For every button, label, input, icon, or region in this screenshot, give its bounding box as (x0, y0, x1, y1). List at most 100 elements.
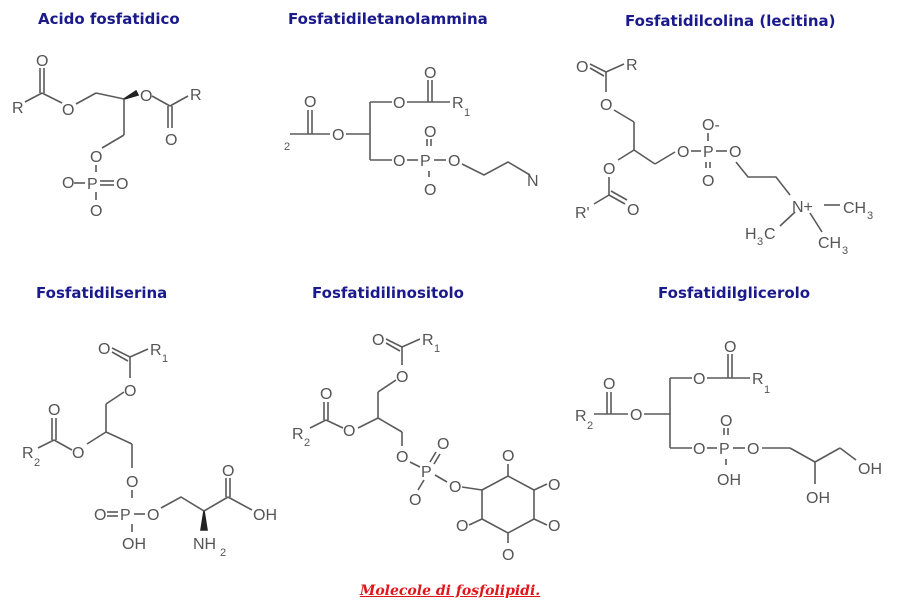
svg-text:P: P (420, 153, 431, 170)
svg-text:O: O (332, 127, 344, 144)
svg-text:R: R (452, 95, 464, 112)
svg-text:O: O (90, 203, 102, 220)
svg-text:O: O (548, 477, 560, 494)
svg-text:O: O (437, 436, 449, 453)
svg-text:P: P (703, 144, 714, 161)
svg-text:O: O (603, 161, 615, 178)
svg-text:R: R (422, 332, 434, 349)
svg-text:1: 1 (764, 384, 770, 396)
svg-text:O: O (630, 407, 642, 424)
svg-text:R: R (150, 342, 162, 359)
svg-text:P: P (719, 441, 730, 458)
title-fosfatidilcolina: Fosfatidilcolina (lecitina) (625, 12, 836, 30)
svg-text:O-: O- (702, 117, 720, 134)
svg-text:1: 1 (162, 353, 168, 365)
svg-text:O: O (372, 332, 384, 349)
svg-text:O: O (98, 341, 110, 358)
svg-text:OH: OH (858, 461, 882, 478)
svg-text:O: O (48, 402, 60, 419)
svg-text:OH: OH (122, 536, 146, 553)
svg-text:O: O (424, 124, 436, 141)
structure-fosfatidilcolina: O R O O R' O O P O- O O N+ CH 3 H 3 (575, 57, 873, 257)
svg-text:O: O (396, 369, 408, 386)
svg-text:O: O (449, 479, 461, 496)
svg-text:O: O (126, 474, 138, 491)
svg-text:O: O (747, 441, 759, 458)
svg-text:R: R (752, 371, 764, 388)
figure-caption: Molecole di fosfolipidi. (0, 580, 900, 599)
structure-fosfatidilglicerolo: R 2 O O O O R 1 O P O OH O OH OH (575, 339, 882, 507)
svg-text:OH: OH (806, 490, 830, 507)
svg-text:N: N (527, 173, 539, 190)
svg-text:O: O (62, 102, 74, 119)
svg-text:O: O (116, 176, 128, 193)
svg-text:O: O (729, 144, 741, 161)
svg-text:O: O (548, 518, 560, 535)
svg-text:O: O (603, 376, 615, 393)
svg-text:O: O (576, 59, 588, 76)
svg-text:R: R (626, 57, 638, 74)
svg-text:O: O (222, 463, 234, 480)
svg-text:O: O (693, 371, 705, 388)
svg-text:2: 2 (220, 547, 226, 559)
svg-text:O: O (304, 94, 316, 111)
svg-text:O: O (343, 423, 355, 440)
svg-text:O: O (62, 175, 74, 192)
structure-fosfatidilinositolo: O R 1 O O O R 2 O P O O O O O (292, 332, 560, 564)
svg-text:O: O (724, 339, 736, 356)
svg-text:P: P (87, 176, 98, 193)
svg-text:O: O (165, 132, 177, 149)
svg-text:2: 2 (587, 420, 593, 432)
svg-text:2: 2 (304, 437, 310, 449)
svg-text:H: H (745, 226, 757, 243)
structure-fosfatidiletanolammina: 2 O O O O R 1 O P O O O N (284, 65, 539, 199)
svg-text:CH: CH (843, 200, 866, 217)
svg-text:R: R (190, 87, 202, 104)
svg-text:C: C (764, 226, 776, 243)
svg-text:O: O (90, 149, 102, 166)
svg-text:O: O (627, 202, 639, 219)
svg-text:O: O (456, 518, 468, 535)
svg-text:O: O (147, 507, 159, 524)
svg-text:O: O (72, 445, 84, 462)
svg-text:R: R (575, 408, 587, 425)
svg-text:O: O (424, 182, 436, 199)
svg-text:P: P (421, 464, 432, 481)
svg-text:R: R (292, 426, 304, 443)
svg-text:2: 2 (34, 457, 40, 469)
svg-text:3: 3 (842, 245, 848, 257)
title-fosfatidilglicerolo: Fosfatidilglicerolo (658, 284, 811, 302)
svg-text:O: O (502, 547, 514, 564)
svg-text:N+: N+ (792, 199, 813, 216)
title-fosfatidilserina: Fosfatidilserina (36, 284, 168, 302)
svg-text:O: O (140, 88, 152, 105)
svg-text:O: O (396, 449, 408, 466)
svg-text:O: O (94, 507, 106, 524)
svg-text:NH: NH (193, 536, 216, 553)
svg-text:O: O (502, 448, 514, 465)
svg-text:R: R (22, 445, 34, 462)
svg-text:O: O (693, 441, 705, 458)
svg-text:O: O (124, 383, 136, 400)
svg-text:O: O (393, 153, 405, 170)
svg-text:O: O (600, 97, 612, 114)
svg-text:R': R' (575, 205, 590, 222)
svg-text:CH: CH (818, 235, 841, 252)
svg-text:O: O (677, 144, 689, 161)
svg-text:3: 3 (867, 210, 873, 222)
title-fosfatidilinositolo: Fosfatidilinositolo (312, 284, 464, 302)
title-fosfatidiletanolammina: Fosfatidiletanolammina (288, 10, 488, 28)
title-acido-fosfatidico: Acido fosfatidico (38, 10, 180, 28)
svg-text:O: O (424, 65, 436, 82)
svg-text:P: P (120, 507, 131, 524)
svg-text:1: 1 (464, 107, 470, 119)
svg-text:OH: OH (253, 507, 277, 524)
svg-text:OH: OH (717, 472, 741, 489)
structure-fosfatidilserina: O R 1 O O O R 2 O O P O OH NH 2 (22, 341, 277, 559)
structure-acido-fosfatidico: R O O O R O O O P O O (12, 53, 202, 220)
svg-text:O: O (320, 386, 332, 403)
svg-text:R: R (12, 100, 24, 117)
svg-text:O: O (448, 153, 460, 170)
svg-text:O: O (409, 492, 421, 509)
